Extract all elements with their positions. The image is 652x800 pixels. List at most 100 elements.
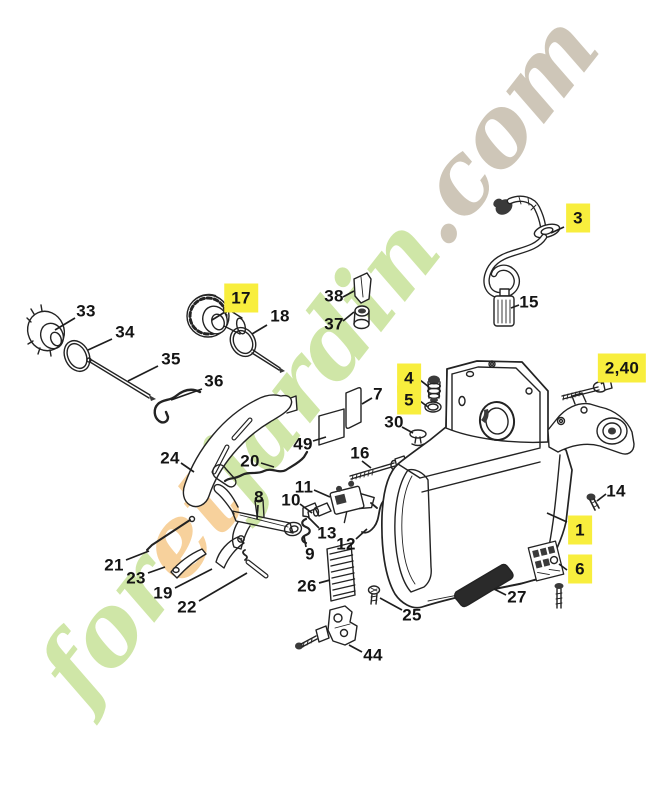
part-label-26: 26	[297, 576, 317, 596]
part-art-spring-9	[301, 517, 311, 545]
part-art-plug-37	[353, 305, 370, 330]
part-art-fuel-filter-15	[493, 288, 515, 327]
part-label-33: 33	[76, 301, 96, 321]
part-art-lever-21	[146, 515, 196, 551]
leader-line-11	[313, 489, 331, 498]
leader-line-19	[174, 568, 213, 589]
leader-line-22	[198, 572, 248, 602]
part-art-lever-23	[170, 548, 207, 579]
leader-line-20	[260, 462, 275, 468]
part-label-19: 19	[153, 583, 173, 603]
part-art-rod-35	[86, 357, 156, 401]
part-art-hand-guard-24	[182, 394, 298, 508]
part-label-11: 11	[294, 477, 314, 497]
part-label-27: 27	[507, 587, 527, 607]
part-label-44: 44	[363, 645, 383, 665]
part-label-21: 21	[104, 555, 124, 575]
part-art-screw-25	[367, 585, 381, 605]
leader-line-1	[546, 512, 568, 523]
part-label-38: 38	[324, 286, 344, 306]
leader-line-30	[401, 426, 414, 434]
part-label-6-highlighted: 6	[568, 554, 592, 584]
leader-line-15	[510, 304, 520, 309]
leader-line-6	[558, 563, 568, 571]
part-label-8: 8	[254, 487, 264, 507]
part-label-12: 12	[336, 534, 356, 554]
part-label-23: 23	[126, 568, 146, 588]
part-label-9: 9	[305, 544, 315, 564]
part-label-35: 35	[161, 349, 181, 369]
leader-line-8	[256, 504, 259, 520]
leader-line-23	[147, 566, 166, 574]
part-label-25: 25	[402, 605, 422, 625]
part-label-10: 10	[281, 490, 301, 510]
leader-line-49	[312, 436, 327, 442]
part-label-36: 36	[204, 371, 224, 391]
part-label-20: 20	[240, 451, 260, 471]
part-art-screw-bottom	[554, 583, 564, 609]
part-label-1-highlighted: 1	[568, 515, 592, 545]
leader-line-36	[170, 388, 203, 401]
leader-line-35	[127, 365, 159, 382]
part-art-sticker-26	[326, 542, 356, 602]
leader-line-38	[342, 290, 355, 298]
part-art-sticker-6	[527, 540, 565, 582]
part-art-grommet-30	[409, 429, 427, 447]
leader-line-33	[54, 317, 76, 331]
part-art-switch-11	[329, 480, 375, 524]
leader-line-27	[493, 588, 507, 596]
part-label-2,40-highlighted: 2,40	[597, 353, 647, 383]
leader-line-17	[211, 311, 226, 321]
leader-line-12	[355, 528, 368, 540]
part-art-plate-49	[318, 408, 345, 446]
part-art-sleeve-10	[312, 502, 332, 517]
part-label-34: 34	[115, 322, 135, 342]
part-label-18: 18	[270, 306, 290, 326]
part-art-wire-36	[153, 388, 202, 424]
part-label-15: 15	[519, 292, 539, 312]
leader-line-25	[379, 597, 403, 611]
leader-line-5	[419, 400, 429, 408]
part-label-5-highlighted: 5	[397, 385, 421, 415]
part-drawings	[26, 195, 635, 650]
leader-line-10	[299, 503, 313, 514]
part-label-24: 24	[160, 448, 180, 468]
leader-line-34	[87, 338, 113, 351]
part-label-13: 13	[317, 523, 337, 543]
leader-line-13	[307, 516, 320, 529]
part-art-clip-13	[302, 502, 318, 518]
leader-lines	[54, 226, 609, 653]
part-label-22: 22	[177, 597, 197, 617]
part-label-49: 49	[293, 434, 313, 454]
part-art-tank-housing-1	[381, 360, 573, 609]
part-label-4-highlighted: 4	[397, 363, 421, 393]
leader-line-18	[251, 324, 268, 335]
part-label-16: 16	[350, 443, 370, 463]
leader-line-37	[342, 311, 355, 322]
leader-line-24	[180, 462, 195, 473]
part-art-plate-7	[345, 387, 362, 429]
part-art-wire-12	[361, 498, 386, 534]
part-art-trigger-8	[212, 464, 303, 550]
part-art-bracket-44	[295, 605, 358, 650]
part-label-14: 14	[606, 481, 626, 501]
leader-line-3	[550, 226, 565, 234]
leader-line-21	[125, 550, 150, 561]
part-art-rear-bracket	[547, 392, 635, 455]
leader-line-16	[361, 460, 372, 469]
leader-line-9	[303, 535, 307, 548]
part-art-screw-14	[586, 493, 600, 511]
part-label-3-highlighted: 3	[566, 203, 590, 233]
leader-line-44	[348, 644, 363, 653]
leader-line-7	[361, 397, 373, 405]
part-art-pin-22	[245, 559, 269, 579]
part-label-30: 30	[384, 412, 404, 432]
part-label-37: 37	[324, 314, 344, 334]
part-art-oring-34	[63, 339, 91, 373]
part-art-wire-20	[223, 450, 309, 483]
part-art-bracket-38	[353, 272, 372, 304]
leader-line-4	[419, 379, 430, 388]
